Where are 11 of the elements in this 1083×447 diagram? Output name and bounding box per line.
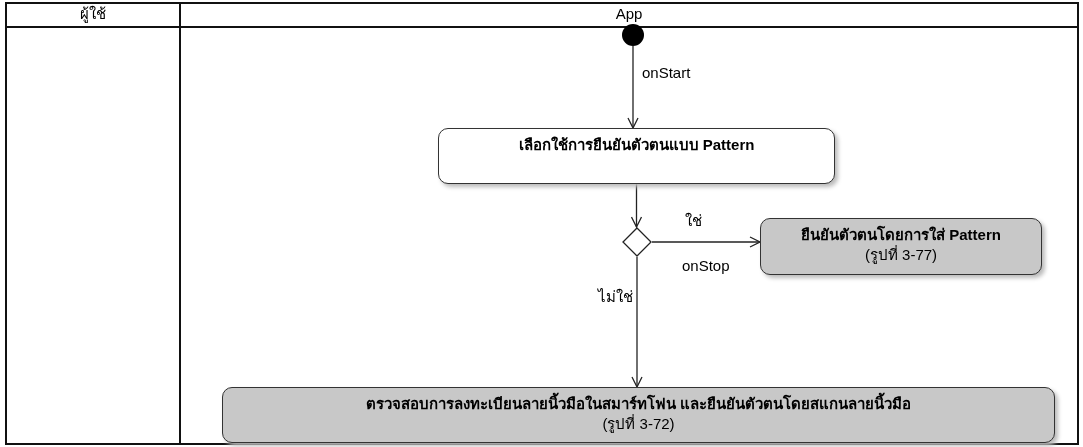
lane-header: ผู้ใช้: [7, 4, 179, 28]
arrow: [631, 256, 643, 388]
start-node: [622, 24, 644, 46]
lane-header: App: [181, 4, 1077, 28]
activity-box: ตรวจสอบการลงทะเบียนลายนิ้วมือในสมาร์ทโฟน และยืนยันตัวตนโดยสแกนลายนิ้วมือ (รูปที่ 3-72): [222, 387, 1055, 443]
activity-box: เลือกใช้การยืนยันตัวตนแบบ Pattern: [438, 128, 835, 184]
arrow: [627, 45, 639, 129]
arrow: [651, 236, 761, 248]
activity-box: ยืนยันตัวตนโดยการใส่ Pattern (รูปที่ 3-77): [760, 218, 1042, 275]
arrow: [630, 183, 643, 228]
decision-diamond: [622, 227, 652, 257]
